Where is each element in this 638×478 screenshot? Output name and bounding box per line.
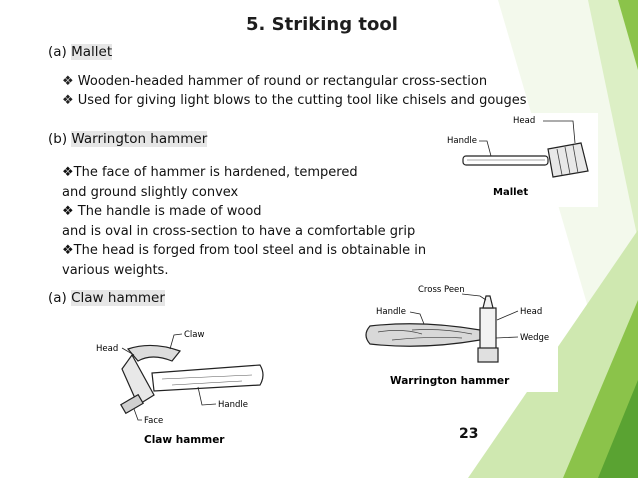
figure-caption: Claw hammer: [144, 434, 225, 446]
label-handle: Handle: [218, 400, 248, 410]
label-head: Head: [96, 344, 118, 354]
label-handle: Handle: [447, 136, 477, 146]
text-line: and ground slightly convex: [62, 184, 239, 200]
page-number: 23: [459, 426, 479, 442]
section-prefix: (a): [48, 290, 67, 306]
warrington-description: ❖The face of hammer is hardened, tempere…: [62, 163, 426, 280]
warrington-hammer-figure: Cross Peen Handle Head Wedge Warrington …: [362, 282, 558, 392]
figure-caption: Mallet: [493, 187, 528, 198]
claw-hammer-figure: Head Claw Handle Face Claw hammer: [92, 325, 272, 449]
figure-caption: Warrington hammer: [390, 375, 510, 387]
section-name: Mallet: [71, 44, 113, 60]
label-head: Head: [520, 307, 542, 317]
mallet-figure: Head Handle Mallet: [433, 113, 598, 207]
slide-title: 5. Striking tool: [246, 14, 398, 35]
section-claw-heading: (a) Claw hammer: [48, 290, 165, 306]
label-cross-peen: Cross Peen: [418, 285, 465, 295]
section-prefix: (b): [48, 131, 68, 147]
section-mallet-heading: (a) Mallet: [48, 44, 113, 60]
text-line: ❖The head is forged from tool steel and …: [62, 243, 427, 258]
section-name: Warrington hammer: [71, 131, 208, 147]
text-line: various weights.: [62, 262, 169, 278]
text-line: and is oval in cross-section to have a c…: [62, 223, 416, 239]
text-line: ❖ The handle is made of wood: [62, 204, 262, 219]
text-line: ❖The face of hammer is hardened, tempere…: [62, 165, 358, 180]
label-head: Head: [513, 116, 535, 126]
label-face: Face: [144, 416, 163, 426]
label-claw: Claw: [184, 330, 205, 340]
section-prefix: (a): [48, 44, 67, 60]
section-name: Claw hammer: [71, 290, 165, 306]
bullet-item: Wooden-headed hammer of round or rectang…: [62, 72, 527, 91]
section-warrington-heading: (b) Warrington hammer: [48, 131, 208, 147]
label-wedge: Wedge: [520, 333, 549, 343]
bullet-item: Used for giving light blows to the cutti…: [62, 91, 527, 110]
label-handle: Handle: [376, 307, 406, 317]
mallet-bullets: Wooden-headed hammer of round or rectang…: [62, 72, 527, 110]
